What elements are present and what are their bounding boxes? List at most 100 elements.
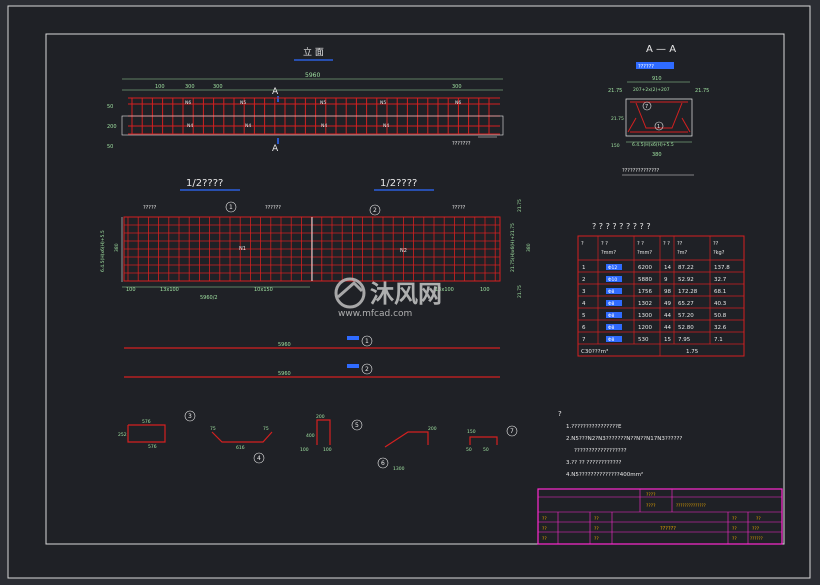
tb-drawing-name: ?????? xyxy=(660,526,676,532)
detail-4-marker xyxy=(253,452,265,464)
bar-list: 5960 1 5960 2 xyxy=(124,335,500,378)
title-block: ???? ???? ?????????????? ?????? ?? ?? ??… xyxy=(537,488,783,545)
tb-project: ???? xyxy=(646,492,656,498)
table-cell: 9 xyxy=(664,277,668,283)
elevation-dim-1: 100 xyxy=(155,84,165,90)
detail-5-shape xyxy=(316,419,331,445)
section-marker-7 xyxy=(642,101,652,111)
elevation-left-dim-1: 50 xyxy=(107,104,113,110)
table-cell: Φ8 xyxy=(608,325,615,331)
note-line-3: ?????????????????? xyxy=(574,448,627,454)
section-rebars xyxy=(627,101,691,133)
table-spec-chip xyxy=(606,276,622,282)
outer-border xyxy=(7,5,811,579)
table-cell: 7 xyxy=(582,337,586,343)
detail-3-shape xyxy=(127,424,166,443)
table-cell: 5 xyxy=(582,313,586,319)
detail-6-shape xyxy=(384,431,429,448)
detail-3-dim-2: 252 xyxy=(118,432,127,438)
table-cell: 1 xyxy=(582,265,586,271)
bar-label-n4-b: N4 xyxy=(245,123,251,129)
watermark: 沐风网 www.mfcad.com xyxy=(334,277,442,319)
detail-5-marker xyxy=(351,419,363,431)
section-marker-7-label: 7 xyxy=(645,104,648,110)
detail-5-tag: 5 xyxy=(355,422,359,429)
detail-5-dim-4: 400 xyxy=(306,433,315,439)
section-bottom-dim: 6.4.5(H)x6(H)+5.5 xyxy=(632,142,674,148)
table-cell: 68.1 xyxy=(714,289,726,295)
detail-3-dim-3: 576 xyxy=(148,444,157,450)
table-spec-chip xyxy=(606,300,622,306)
plan-note-1: ????? xyxy=(143,205,157,211)
detail-3-marker xyxy=(184,410,196,422)
table-cell: 32.6 xyxy=(714,325,727,331)
watermark-brand: 沐风网 xyxy=(370,280,442,308)
detail-3-tag: 3 xyxy=(188,413,192,420)
bar-shape-details: 576 252 576 3 75 616 75 4 200 100 100 40… xyxy=(118,410,518,472)
tb-right-label-3: ?? xyxy=(732,536,737,542)
tb-mid-row-2: ?? xyxy=(594,526,599,532)
plan-dim-left-3: 10x150 xyxy=(254,287,273,293)
section-caption: ?????????????? xyxy=(622,168,659,174)
detail-4-tag: 4 xyxy=(257,455,261,462)
detail-4-dim-3: 75 xyxy=(263,426,269,432)
table-header-cell: ?kg? xyxy=(713,250,725,256)
detail-5-dim-2: 100 xyxy=(300,447,309,453)
table-header-cell: ? xyxy=(581,241,584,247)
plan-right-vert-2: 21.75(H)x6(H)+21.75 xyxy=(510,223,516,272)
plan-right-title: 1/2???? xyxy=(380,178,417,189)
table-cell: 530 xyxy=(638,337,649,343)
detail-7-dim-2: 50 xyxy=(466,447,472,453)
elevation-dim-4: 300 xyxy=(452,84,462,90)
detail-4-shape xyxy=(211,431,273,443)
plan-dim-left-2: 13x100 xyxy=(160,287,179,293)
table-header-cell: ?? xyxy=(677,241,683,247)
plan-rebar-mesh xyxy=(123,216,501,282)
detail-4-dim-2: 616 xyxy=(236,445,245,451)
table-spec-chip xyxy=(606,324,622,330)
plan-marker-2 xyxy=(369,204,381,216)
table-cell: 32.7 xyxy=(714,277,727,283)
plan-marker-1-label: 1 xyxy=(229,204,233,211)
detail-7-shape xyxy=(469,436,498,445)
elevation-dim-2: 300 xyxy=(185,84,195,90)
table-cell: 52.80 xyxy=(678,325,694,331)
bar-label-n5-b: N5 xyxy=(320,100,326,106)
plan-note-3: ????? xyxy=(452,205,466,211)
section-marker-1-label: 1 xyxy=(657,124,660,130)
table-cell: 50.8 xyxy=(714,313,727,319)
detail-6-dim-2: 1300 xyxy=(393,466,405,472)
table-cell: 137.8 xyxy=(714,265,730,271)
tb-mid-row-1: ?? xyxy=(594,516,599,522)
table-header-cell: ? ? xyxy=(601,241,608,247)
bar-2-marker xyxy=(361,363,373,375)
bar-2-spec-chip xyxy=(347,364,359,368)
watermark-logo-icon xyxy=(334,277,366,309)
table-cell: 2 xyxy=(582,277,586,283)
detail-6-tag: 6 xyxy=(381,460,385,467)
table-cell: 172.28 xyxy=(678,289,698,295)
tb-right-label-1: ?? xyxy=(732,516,737,522)
plan-note-2: ?????? xyxy=(265,205,281,211)
plan-view: 1/2???? 1/2???? ????? ?????? ????? 1 2 N… xyxy=(100,178,532,301)
section-marker-1 xyxy=(654,121,664,131)
table-cell: 98 xyxy=(664,289,671,295)
tb-left-row-2: ?? xyxy=(542,526,547,532)
rebar-schedule-table: ? ? ? ? ? ? ? ? ? ?? ??mm?? ??mm?? ????m… xyxy=(577,222,745,357)
table-cell: 14 xyxy=(664,265,671,271)
watermark-logo-mark xyxy=(337,280,364,299)
section-dim-width: 910 xyxy=(652,76,662,82)
bar-label-n5-c: N5 xyxy=(380,100,386,106)
plan-dim-right-2: 100 xyxy=(480,287,490,293)
elevation-left-dim-2: 200 xyxy=(107,124,117,130)
table-cell: Φ10 xyxy=(608,277,617,283)
table-cell: 57.20 xyxy=(678,313,694,319)
elevation-title: 立 面 xyxy=(303,46,324,58)
table-cell: 87.22 xyxy=(678,265,694,271)
plan-left-vert-dim: 6.4.5(H)x6(H)+5.5 xyxy=(100,230,106,272)
plan-left-title: 1/2???? xyxy=(186,178,223,189)
section-mark-bottom: A xyxy=(272,144,279,154)
table-spec-chip xyxy=(606,336,622,342)
section-title: A — A xyxy=(646,44,676,55)
